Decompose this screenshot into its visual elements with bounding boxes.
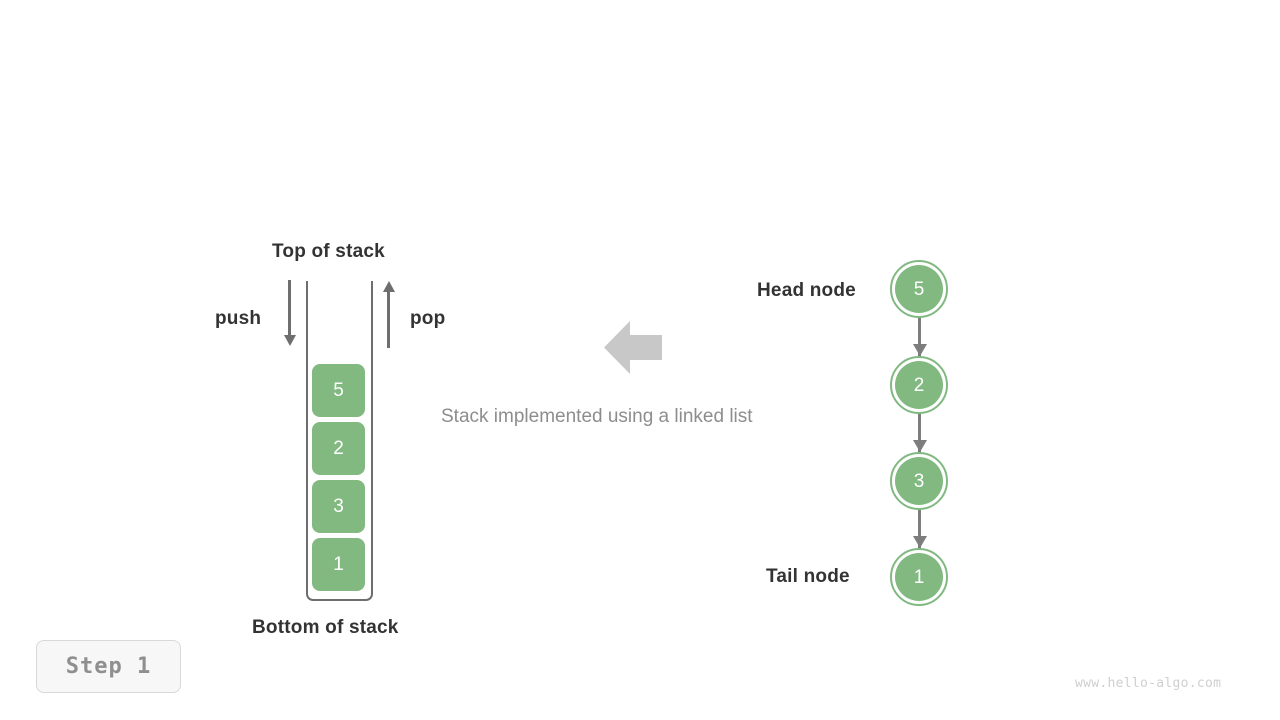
linked-list-node: 5 <box>890 260 948 318</box>
diagram-caption: Stack implemented using a linked list <box>441 406 753 427</box>
stack-cell: 1 <box>312 538 365 591</box>
linked-list-node: 1 <box>890 548 948 606</box>
left-block-arrow-icon <box>604 321 662 374</box>
push-arrow-line <box>288 280 291 337</box>
linked-list-node-value: 1 <box>895 553 943 601</box>
pop-label: pop <box>410 308 446 329</box>
linked-list-node-value: 3 <box>895 457 943 505</box>
linked-list-link <box>918 414 921 454</box>
watermark: www.hello-algo.com <box>1075 676 1222 691</box>
step-badge: Step 1 <box>36 640 181 693</box>
stack-container <box>306 281 373 601</box>
push-arrow-head-icon <box>283 335 296 346</box>
linked-list-link-arrowhead-icon <box>912 440 927 452</box>
tail-node-label: Tail node <box>766 566 850 587</box>
bottom-of-stack-label: Bottom of stack <box>252 617 399 638</box>
push-label: push <box>215 308 262 329</box>
stack-cell: 5 <box>312 364 365 417</box>
pop-arrow-line <box>387 291 390 348</box>
linked-list-link <box>918 318 921 358</box>
linked-list-node: 2 <box>890 356 948 414</box>
pop-arrow-head-icon <box>382 281 395 292</box>
linked-list-link-arrowhead-icon <box>912 344 927 356</box>
top-of-stack-label: Top of stack <box>272 241 385 262</box>
head-node-label: Head node <box>757 280 856 301</box>
linked-list-node-value: 5 <box>895 265 943 313</box>
linked-list-link-arrowhead-icon <box>912 536 927 548</box>
stack-cell: 3 <box>312 480 365 533</box>
linked-list-node-value: 2 <box>895 361 943 409</box>
linked-list-node: 3 <box>890 452 948 510</box>
stack-cell: 2 <box>312 422 365 475</box>
linked-list-link <box>918 510 921 550</box>
